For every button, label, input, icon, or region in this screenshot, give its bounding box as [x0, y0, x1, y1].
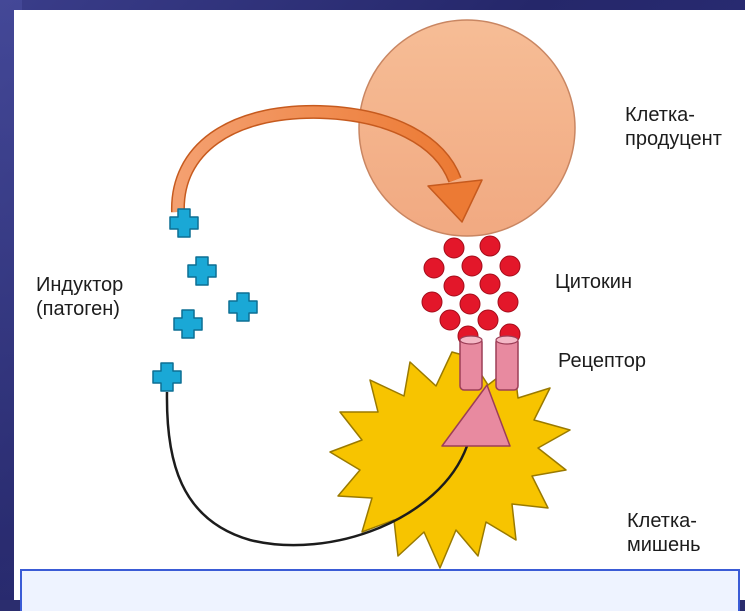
inductor-label: Индуктор (патоген) — [36, 273, 166, 321]
pathogen-particle — [174, 310, 202, 338]
cytokine-dot — [478, 310, 498, 330]
cytokine-text: Цитокин — [555, 271, 632, 293]
cytokine-dot — [460, 294, 480, 314]
pathogen-particle — [170, 209, 198, 237]
cytokine-dot — [440, 310, 460, 330]
cytokine-dot — [480, 274, 500, 294]
pathogen-particle — [229, 293, 257, 321]
cytokine-dot — [422, 292, 442, 312]
inductor-text: Индуктор (патоген) — [36, 274, 123, 320]
receptor-text: Рецептор — [558, 350, 646, 372]
target-cell-label: Клетка- мишень — [627, 509, 737, 557]
cytokine-dot — [480, 236, 500, 256]
cytokine-label: Цитокин — [555, 270, 632, 294]
producer-cell-text: Клетка- продуцент — [625, 104, 722, 150]
pathogen-particle — [153, 363, 181, 391]
receptor-label: Рецептор — [558, 349, 646, 373]
cytokine-dot — [444, 238, 464, 258]
target-cell — [330, 352, 570, 568]
producer-cell-label: Клетка- продуцент — [625, 103, 740, 151]
cytokine-dot — [424, 258, 444, 278]
cytokine-dot — [498, 292, 518, 312]
cytokine-cluster — [422, 236, 520, 346]
cytokine-dot — [500, 256, 520, 276]
cytokine-dot — [444, 276, 464, 296]
cytokine-dot — [462, 256, 482, 276]
pathogen-particle — [188, 257, 216, 285]
target-cell-text: Клетка- мишень — [627, 510, 701, 556]
